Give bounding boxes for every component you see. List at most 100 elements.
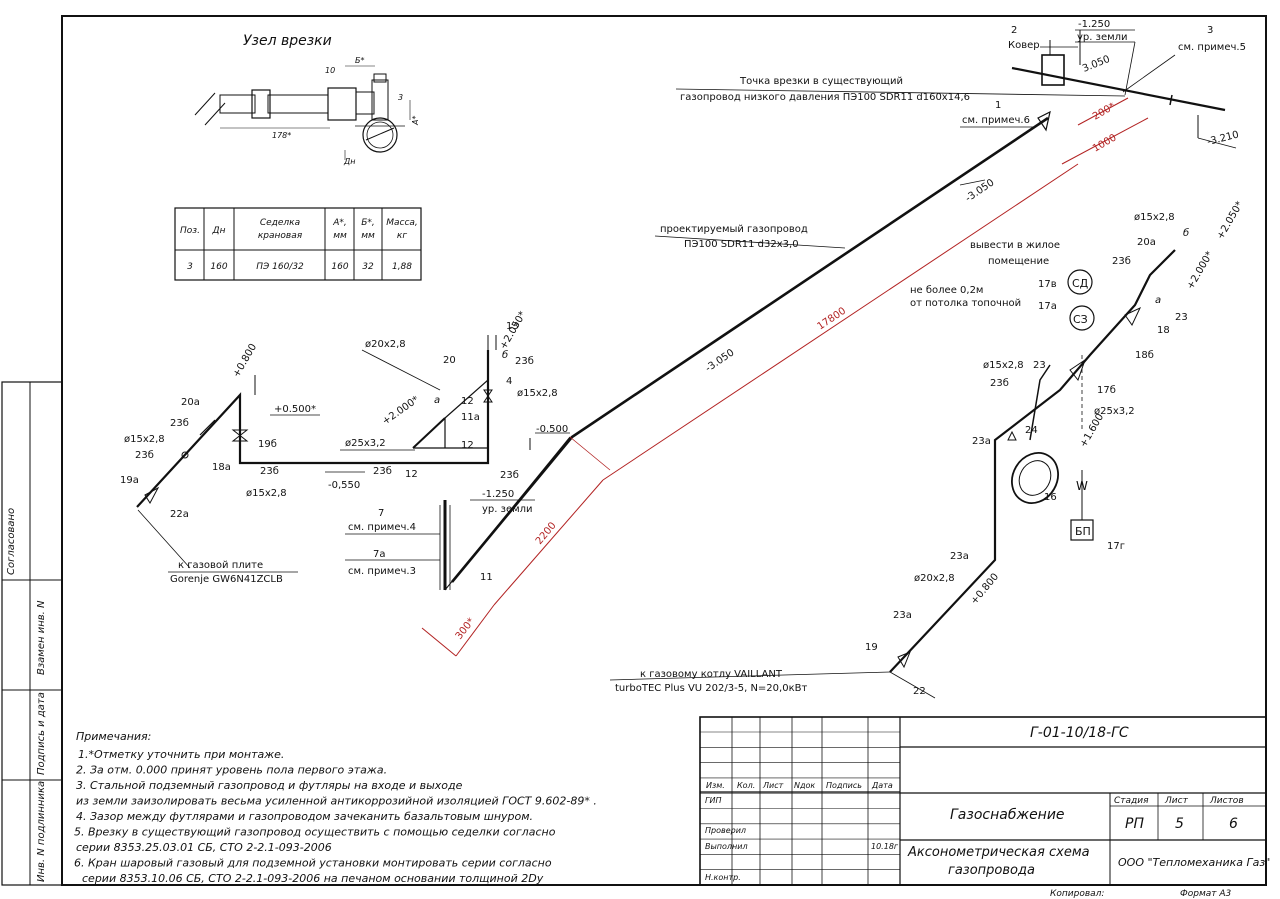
detail-title: Узел врезки bbox=[243, 33, 332, 49]
spec-cell-5: 1,88 bbox=[392, 262, 412, 272]
spec-header-4: Б*, bbox=[361, 218, 375, 228]
center-elev-0550: -0,550 bbox=[328, 480, 360, 491]
main-pipeline: 2200 17800 300* -3.050 проектируемый газ… bbox=[345, 116, 1079, 657]
boiler-label-line2: turboTEC Plus VU 202/3-5, N=20,0кВт bbox=[615, 683, 807, 694]
detail-label-dn: Дн bbox=[343, 157, 355, 166]
tb-col-podpis: Подпись bbox=[826, 781, 862, 790]
tb-col-list: Лист bbox=[762, 781, 784, 790]
spec-cell-0: 3 bbox=[187, 262, 193, 272]
tb-doc-code: Г-01-10/18-ГС bbox=[1030, 725, 1129, 741]
spec-header-1: Дн bbox=[212, 226, 226, 236]
tb-drawing-title-1: Аксонометрическая схема bbox=[907, 845, 1090, 860]
boiler-note-line2: помещение bbox=[988, 256, 1049, 267]
boiler-valve-upper-icon bbox=[1124, 306, 1142, 326]
main-ground-level: ур. земли bbox=[482, 504, 533, 515]
boiler-elev-2050: +2.050* bbox=[1215, 200, 1246, 242]
boiler-note-line1: вывести в жилое bbox=[970, 240, 1060, 251]
boiler-label-line1: к газовому котлу VAILLANT bbox=[640, 669, 783, 680]
boiler-pos-23a-3: 23а bbox=[893, 610, 912, 621]
boiler-pos-22: 22 bbox=[913, 686, 926, 697]
boiler-label-w: W bbox=[1076, 479, 1088, 493]
note-item: 1.*Отметку уточнить при монтаже. bbox=[78, 748, 284, 761]
center-pipe bbox=[318, 350, 490, 465]
center-dia-25: ø25х3,2 bbox=[345, 438, 386, 449]
boiler-pos-23b-2: 23б bbox=[990, 378, 1009, 389]
spec-header-2: Седелка bbox=[260, 218, 300, 228]
stove-branch: +0.800 +0.500* 20а 23б ø15х2,8 19б 23б 1… bbox=[120, 342, 320, 585]
note-item: 4. Зазор между футлярами и газопроводом … bbox=[76, 810, 533, 823]
boiler-elev-0800: +0.800 bbox=[969, 572, 1001, 607]
boiler-elev-1600: +1.600 bbox=[1078, 412, 1106, 450]
gas-detector-cd-icon bbox=[1067, 269, 1093, 295]
boiler-valve-lower-icon bbox=[897, 651, 911, 669]
tb-proveril: Проверил bbox=[705, 826, 746, 835]
center-pos-12a: 12 bbox=[461, 396, 474, 407]
boiler-branch: ø15х2,8 +2.050* 20а б вывести в жилое по… bbox=[609, 200, 1246, 699]
center-pos-12c: 12 bbox=[405, 469, 418, 480]
boiler-pos-23a: 23а bbox=[972, 436, 991, 447]
tie-in-elev-m1250: -1.250 bbox=[1078, 19, 1110, 30]
center-dia-15: ø15х2,8 bbox=[517, 388, 558, 399]
main-dim-17800: 17800 bbox=[816, 306, 849, 333]
tie-in-label-line1: Точка врезки в существующий bbox=[739, 76, 903, 87]
boiler-elev-2000: +2.000* bbox=[1185, 250, 1216, 292]
main-dim-2200: 2200 bbox=[534, 520, 559, 547]
detail-label-a: А* bbox=[411, 116, 420, 126]
tie-in-pos-2: 2 bbox=[1011, 25, 1017, 36]
spec-cell-3: 160 bbox=[331, 262, 348, 272]
spec-cell-4: 32 bbox=[362, 262, 374, 272]
tb-stadia-value: РП bbox=[1125, 816, 1144, 832]
boiler-pos-17a: 17а bbox=[1038, 301, 1057, 312]
boiler-pos-16: 16 bbox=[1044, 492, 1057, 503]
boiler-label-cz: СЗ bbox=[1073, 313, 1088, 326]
note-item: 2. За отм. 0.000 принят уровень пола пер… bbox=[76, 764, 387, 777]
boiler-pos-24: 24 bbox=[1025, 425, 1038, 436]
tie-in-elev-3210: -3.210 bbox=[1206, 129, 1240, 147]
main-elev-m1250: -1.250 bbox=[482, 489, 514, 500]
gas-detector-cz-icon bbox=[1069, 305, 1095, 331]
tb-date: 10.18г bbox=[871, 842, 899, 851]
stove-valve-lower-icon bbox=[144, 486, 160, 504]
boiler-dia-25: ø25х3,2 bbox=[1094, 406, 1135, 417]
stamp-inv: Инв. N подлинника bbox=[36, 781, 47, 882]
stove-pos-19a: 19а bbox=[120, 475, 139, 486]
stamp-vzamen: Взамен инв. N bbox=[36, 600, 47, 675]
projected-pipe bbox=[450, 116, 1049, 583]
spec-header-2: крановая bbox=[258, 231, 303, 241]
main-pos-7: 7 bbox=[378, 508, 384, 519]
note-item: 5. Врезку в существующий газопровод осущ… bbox=[74, 826, 556, 839]
boiler-pipe bbox=[889, 249, 1176, 673]
tb-organization: ООО "Тепломеханика Газ" bbox=[1118, 856, 1270, 869]
center-label-b: б bbox=[502, 349, 508, 361]
boiler-label-cd: СД bbox=[1072, 277, 1089, 290]
tb-list-value: 5 bbox=[1175, 816, 1184, 832]
main-note-4: см. примеч.4 bbox=[348, 522, 416, 533]
tb-listov-label: Листов bbox=[1209, 796, 1244, 806]
tap-detail: Узел врезки 10 Б* 3 А* 178* Дн bbox=[194, 33, 420, 166]
note-item: 6. Кран шаровый газовый для подземной ус… bbox=[74, 857, 552, 870]
spec-cell-1: 160 bbox=[210, 262, 227, 272]
tb-col-kol: Кол. bbox=[737, 781, 755, 790]
tie-in-pos-1: 1 bbox=[995, 100, 1001, 111]
note-item: 3. Стальной подземный газопровод и футля… bbox=[76, 779, 463, 792]
boiler-note2-line2: от потолка топочной bbox=[910, 298, 1021, 309]
tie-in-elev-3050: 3.050 bbox=[1081, 54, 1112, 75]
stove-pos-22a: 22а bbox=[170, 509, 189, 520]
stove-elev-0500: +0.500* bbox=[274, 404, 316, 415]
tb-col-data: Дата bbox=[871, 781, 893, 790]
center-valve-icon bbox=[483, 389, 493, 403]
tb-col-ndok: Nдок bbox=[794, 781, 815, 790]
note-item: серии 8353.10.06 СБ, СТО 2-2.1-093-2006 … bbox=[82, 872, 544, 885]
tie-in-area: -1.250 ур. земли 2 Ковер 3 см. примеч.5 … bbox=[675, 19, 1246, 165]
boiler-pos-19: 19 bbox=[865, 642, 878, 653]
tb-kopiroval: Копировал: bbox=[1050, 889, 1104, 899]
detail-label-10: 10 bbox=[325, 66, 335, 75]
boiler-pos-23b: 23б bbox=[1112, 256, 1131, 267]
tb-vypolnil: Выполнил bbox=[705, 842, 748, 851]
boiler-dia-20: ø20х2,8 bbox=[914, 573, 955, 584]
stove-valve-upper-icon bbox=[231, 429, 249, 442]
boiler-dia-15b: ø15х2,8 bbox=[983, 360, 1024, 371]
detail-label-178: 178* bbox=[272, 131, 291, 140]
spec-header-4: мм bbox=[361, 231, 375, 241]
boiler-tee-icon bbox=[1007, 430, 1017, 441]
